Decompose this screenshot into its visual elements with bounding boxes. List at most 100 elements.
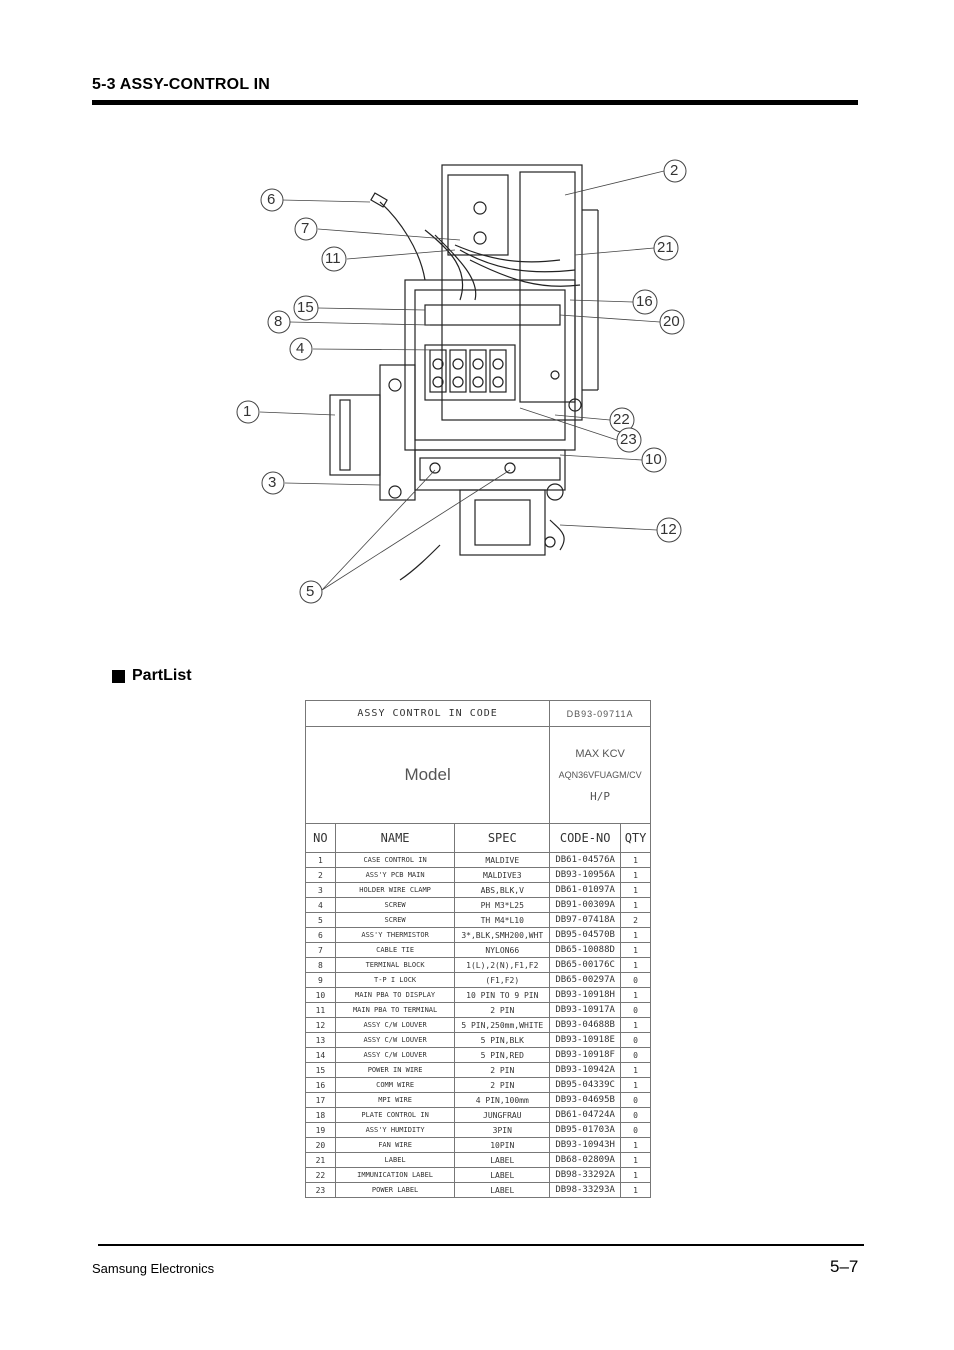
- part-spec: 4 PIN,100mm: [454, 1092, 551, 1108]
- part-qty: 1: [620, 957, 651, 973]
- parts-table: ASSY CONTROL IN CODE DB93-09711A Model M…: [304, 700, 651, 1198]
- part-spec: 1(L),2(N),F1,F2: [454, 957, 551, 973]
- partlist-heading-text: PartList: [132, 667, 192, 684]
- column-header-row: NO NAME SPEC CODE-NO QTY: [305, 823, 651, 853]
- square-bullet-icon: [112, 669, 125, 683]
- part-code: DB93-10956A: [549, 867, 622, 883]
- part-no: 16: [305, 1077, 336, 1093]
- part-code: DB65-10088D: [549, 942, 622, 958]
- part-spec: 2 PIN: [454, 1077, 551, 1093]
- part-qty: 1: [620, 867, 651, 883]
- part-no: 20: [305, 1137, 336, 1153]
- part-no: 22: [305, 1167, 336, 1183]
- part-code: DB65-00297A: [549, 972, 622, 988]
- part-name: CASE CONTROL IN: [334, 852, 456, 868]
- footer-company: Samsung Electronics: [92, 1261, 215, 1276]
- part-code: DB95-04339C: [549, 1077, 622, 1093]
- page-number: 5–7: [830, 1257, 859, 1276]
- code-header-row: ASSY CONTROL IN CODE DB93-09711A: [304, 700, 651, 727]
- part-qty: 0: [620, 972, 651, 988]
- part-no: 3: [305, 882, 336, 898]
- footer-rule: [98, 1244, 864, 1246]
- part-code: DB93-10917A: [549, 1002, 622, 1018]
- part-spec: PH M3*L25: [454, 897, 551, 913]
- part-name: ASSY C/W LOUVER: [334, 1047, 456, 1063]
- part-name: TERMINAL BLOCK: [334, 957, 456, 973]
- part-name: ASS'Y THERMISTOR: [334, 927, 456, 943]
- part-qty: 1: [620, 1062, 651, 1078]
- part-spec: 2 PIN: [454, 1062, 551, 1078]
- model-cell: MAX KCV AQN36VFUAGM/CV H/P: [549, 726, 651, 824]
- partlist-heading: PartList: [112, 667, 192, 685]
- col-qty: QTY: [620, 823, 651, 853]
- callout-23: 23: [620, 431, 637, 448]
- part-spec: LABEL: [454, 1182, 551, 1198]
- part-name: SCREW: [334, 912, 456, 928]
- part-spec: 5 PIN,RED: [454, 1047, 551, 1063]
- part-qty: 1: [620, 852, 651, 868]
- part-qty: 1: [620, 927, 651, 943]
- control-box-drawing: [236, 159, 687, 604]
- part-no: 23: [305, 1182, 336, 1198]
- part-qty: 2: [620, 912, 651, 928]
- callout-5: 5: [306, 583, 315, 600]
- part-spec: ABS,BLK,V: [454, 882, 551, 898]
- part-qty: 1: [620, 1152, 651, 1168]
- part-no: 7: [305, 942, 336, 958]
- part-no: 19: [305, 1122, 336, 1138]
- part-no: 21: [305, 1152, 336, 1168]
- part-name: MAIN PBA TO DISPLAY: [334, 987, 456, 1003]
- part-spec: (F1,F2): [454, 972, 551, 988]
- part-qty: 1: [620, 1182, 651, 1198]
- part-qty: 1: [620, 897, 651, 913]
- part-spec: MALDIVE3: [454, 867, 551, 883]
- part-name: T-P I LOCK: [334, 972, 456, 988]
- part-name: ASS'Y PCB MAIN: [334, 867, 456, 883]
- callout-15: 15: [297, 299, 314, 316]
- model-type: H/P: [590, 789, 611, 803]
- part-spec: 10PIN: [454, 1137, 551, 1153]
- part-name: ASSY C/W LOUVER: [334, 1032, 456, 1048]
- part-no: 8: [305, 957, 336, 973]
- part-name: HOLDER WIRE CLAMP: [334, 882, 456, 898]
- part-qty: 1: [620, 1017, 651, 1033]
- part-code: DB93-10943H: [549, 1137, 622, 1153]
- callout-12: 12: [660, 521, 677, 538]
- part-no: 18: [305, 1107, 336, 1123]
- part-code: DB97-07418A: [549, 912, 622, 928]
- part-qty: 1: [620, 1137, 651, 1153]
- part-spec: 3PIN: [454, 1122, 551, 1138]
- title-rule: [92, 100, 858, 105]
- part-code: DB61-04724A: [549, 1107, 622, 1123]
- part-qty: 1: [620, 942, 651, 958]
- model-name: MAX KCV: [575, 747, 625, 760]
- code-value: DB93-09711A: [549, 700, 651, 727]
- part-no: 14: [305, 1047, 336, 1063]
- col-spec: SPEC: [454, 823, 551, 853]
- part-name: IMMUNICATION LABEL: [334, 1167, 456, 1183]
- part-spec: 3*,BLK,SMH200,WHT: [454, 927, 551, 943]
- part-spec: 5 PIN,250mm,WHITE: [454, 1017, 551, 1033]
- part-qty: 0: [620, 1047, 651, 1063]
- part-no: 2: [305, 867, 336, 883]
- col-name: NAME: [334, 823, 456, 853]
- part-code: DB65-00176C: [549, 957, 622, 973]
- part-code: DB93-10918H: [549, 987, 622, 1003]
- section-title: 5-3 ASSY-CONTROL IN: [92, 76, 271, 93]
- callout-3: 3: [268, 474, 277, 491]
- part-code: DB95-04570B: [549, 927, 622, 943]
